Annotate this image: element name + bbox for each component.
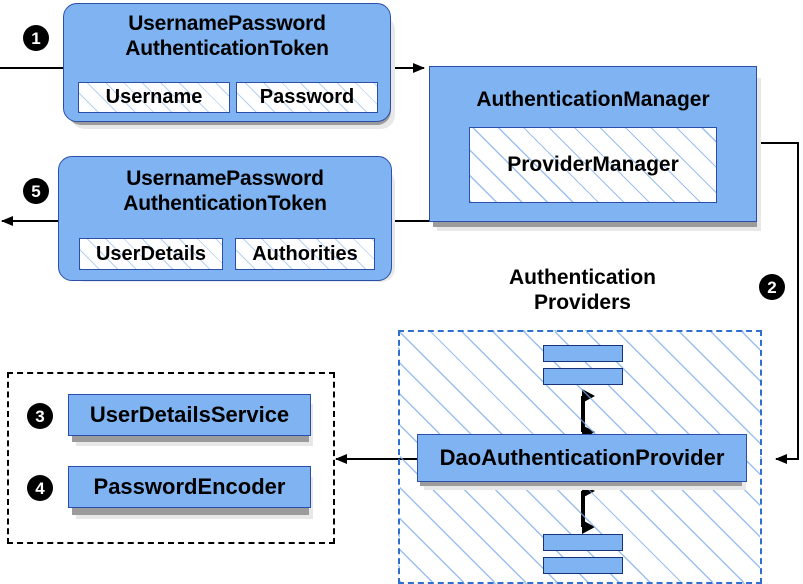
provider-slab-top-2[interactable]: [543, 368, 623, 385]
step-1-bullet: 1: [23, 25, 49, 51]
request-token-slot-password[interactable]: Password: [236, 82, 378, 113]
response-token-slot-authorities[interactable]: Authorities: [235, 238, 375, 270]
password-encoder-card[interactable]: PasswordEncoder: [68, 466, 311, 508]
step-3-bullet: 3: [27, 403, 53, 429]
provider-slab-top-1[interactable]: [543, 345, 623, 362]
response-token-card[interactable]: UsernamePassword AuthenticationToken Use…: [58, 156, 392, 281]
response-token-slot-userdetails[interactable]: UserDetails: [79, 238, 223, 270]
step-2-bullet: 2: [759, 274, 785, 300]
request-token-card[interactable]: UsernamePassword AuthenticationToken Use…: [63, 3, 391, 122]
response-token-title-line2: AuthenticationToken: [123, 192, 327, 215]
support-beans-region: [7, 372, 335, 544]
provider-manager-box[interactable]: ProviderManager: [469, 127, 717, 203]
providers-caption-line2: Providers: [534, 291, 631, 314]
providers-caption-line1: Authentication: [509, 266, 656, 289]
authentication-manager-title: AuthenticationManager: [476, 88, 710, 111]
request-token-title-line2: AuthenticationToken: [125, 37, 329, 60]
dao-authentication-provider-card[interactable]: DaoAuthenticationProvider: [417, 434, 747, 482]
response-token-title-line1: UsernamePassword: [126, 167, 324, 190]
user-details-service-card[interactable]: UserDetailsService: [68, 394, 311, 436]
request-token-title-line1: UsernamePassword: [128, 12, 326, 35]
step-5-bullet: 5: [23, 178, 49, 204]
request-token-slot-username[interactable]: Username: [78, 82, 230, 113]
provider-slab-bottom-1[interactable]: [543, 534, 623, 551]
provider-slab-bottom-2[interactable]: [543, 557, 623, 574]
manager-to-provider-path: [756, 142, 799, 464]
authentication-manager-card[interactable]: AuthenticationManager ProviderManager: [429, 66, 757, 222]
step-4-bullet: 4: [27, 475, 53, 501]
